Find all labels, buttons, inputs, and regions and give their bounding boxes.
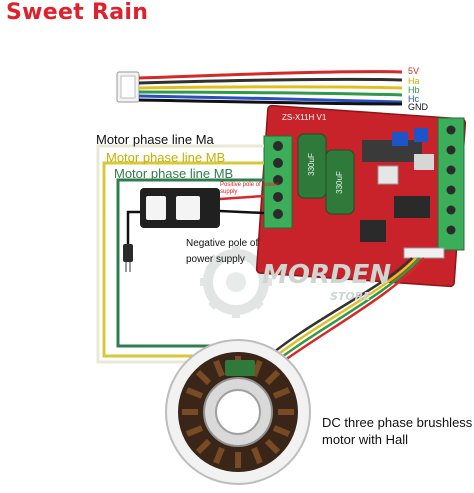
label-positive-pole: Positive pole of power supply [220, 182, 279, 195]
label-negative-pole: Negative pole of [186, 238, 259, 249]
label-motor-phase-mb-green: Motor phase line MB [114, 166, 234, 181]
capacitor-label-1: 330uF [306, 153, 316, 176]
cable-label-ha: Ha [408, 76, 420, 86]
brand-title: Sweet Rain [6, 0, 149, 25]
label-power-supply: power supply [186, 254, 245, 265]
cable-label-hc: Hc [408, 94, 419, 104]
hall-cable [116, 70, 403, 106]
label-motor-phase-mb-yellow: Motor phase line MB [106, 150, 226, 165]
cable-label-gnd: GND [408, 102, 428, 112]
ac-plug-icon [123, 244, 133, 272]
cable-label-hb: Hb [408, 85, 420, 95]
watermark-subtext: STORE [330, 290, 371, 303]
board-model-label: ZS-X11H V1 [282, 113, 327, 122]
watermark-text: MORDEN [262, 260, 392, 290]
power-adapter-icon [126, 188, 265, 244]
label-motor-desc-2: motor with Hall [322, 432, 408, 447]
cable-label-5v: 5V [408, 66, 420, 76]
capacitor-label-2: 330uF [334, 171, 344, 194]
gear-watermark-icon [200, 246, 272, 318]
label-motor-desc-1: DC three phase brushless [322, 415, 473, 430]
label-motor-phase-ma: Motor phase line Ma [96, 132, 214, 147]
motor-stator-icon [165, 339, 311, 485]
controller-board [255, 104, 467, 288]
